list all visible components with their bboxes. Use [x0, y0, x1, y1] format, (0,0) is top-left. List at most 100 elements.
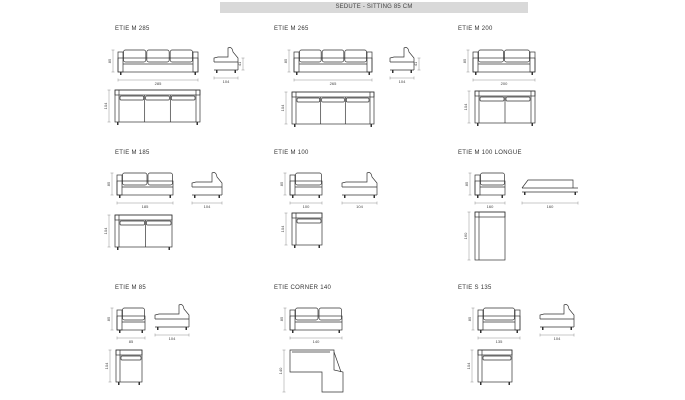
sofa-leg — [168, 247, 170, 250]
dimension-label: 104 — [280, 104, 285, 111]
dimension-label: 160 — [487, 204, 494, 209]
plan-back-cushion — [145, 95, 170, 101]
sofa-arm — [192, 51, 199, 73]
model-title: ETIE M 100 LONGUE — [458, 150, 522, 156]
back-cushion — [318, 307, 342, 321]
sofa-leg — [292, 330, 294, 333]
sofa-arm — [117, 51, 124, 73]
sofa-leg — [119, 330, 121, 333]
plan-backrest — [115, 349, 143, 356]
sofa-leg — [542, 327, 544, 330]
back-cushion — [169, 49, 193, 63]
sofa-leg — [296, 72, 298, 75]
sofa-leg — [119, 195, 121, 198]
sofa-base — [293, 57, 373, 73]
dimension-label: 140 — [278, 367, 283, 374]
plan-back-cushion — [146, 220, 172, 226]
sofa-base — [472, 57, 536, 73]
model-title: ETIE M 285 — [115, 26, 150, 32]
back-cushion — [504, 49, 530, 63]
sofa-arm — [116, 309, 123, 331]
dimension-label: 85 — [462, 58, 467, 63]
sofa-leg — [194, 72, 196, 75]
back-cushion — [123, 49, 147, 63]
sofa-leg — [373, 195, 375, 198]
model-title: ETIE M 265 — [274, 26, 309, 32]
sofa-arm — [116, 174, 123, 196]
dimension-label: 85 — [464, 181, 469, 186]
dimension-label: 104 — [356, 204, 363, 209]
sofa-arm — [474, 174, 481, 196]
model-title: ETIE CORNER 140 — [274, 285, 332, 291]
sofa-leg — [138, 382, 140, 385]
longue-profile — [521, 179, 574, 189]
sofa-leg — [344, 195, 346, 198]
dimension-label: 160 — [463, 232, 468, 239]
back-cushion — [122, 172, 148, 186]
dimension-label: 104 — [223, 79, 230, 84]
model-title: ETIE M 200 — [458, 26, 493, 32]
side-profile — [341, 172, 378, 195]
dimension-label: 104 — [463, 103, 468, 110]
plan-back-cushion — [119, 95, 145, 101]
model-title: ETIE M 185 — [115, 150, 150, 156]
sofa-leg — [216, 70, 218, 73]
corner-diagonal — [333, 351, 342, 373]
plan-back-cushion — [296, 218, 322, 224]
back-cushion — [122, 307, 145, 321]
sofa-leg — [477, 123, 479, 126]
dimension-label: 85 — [467, 316, 472, 321]
sofa-leg — [117, 122, 119, 125]
dimension-label: 104 — [103, 102, 108, 109]
back-cushion — [299, 49, 322, 63]
back-cushion — [295, 307, 319, 321]
sofa-leg — [392, 70, 394, 73]
sofa-base — [116, 180, 174, 196]
sofa-leg — [318, 245, 320, 248]
sofa-arm — [477, 309, 484, 331]
plan-back-cushion — [505, 96, 531, 102]
back-cushion — [483, 307, 515, 321]
model-title: ETIE S 135 — [458, 285, 492, 291]
dimension-label: 85 — [129, 339, 134, 344]
plan-backrest — [114, 214, 173, 221]
sofa-leg — [169, 195, 171, 198]
dimension-label: 104 — [169, 336, 176, 341]
sofa-base — [474, 180, 506, 196]
back-cushion — [147, 172, 173, 186]
side-profile — [191, 172, 223, 195]
sofa-leg — [524, 192, 526, 195]
sofa-leg — [194, 195, 196, 198]
plan-back-cushion — [345, 97, 370, 103]
sofa-leg — [501, 195, 503, 198]
model-title: ETIE M 100 — [274, 150, 309, 156]
dimension-label: 140 — [313, 339, 320, 344]
dimension-label: 104 — [104, 362, 109, 369]
plan-backrest — [474, 90, 536, 97]
sofa-leg — [292, 195, 294, 198]
plan-back-cushion — [482, 355, 512, 361]
side-profile — [154, 304, 190, 327]
side-profile — [539, 304, 575, 327]
dimension-label: 135 — [496, 339, 503, 344]
sofa-base — [117, 57, 199, 73]
dimension-label: 200 — [501, 81, 508, 86]
sofa-leg — [338, 330, 340, 333]
back-cushion — [146, 49, 170, 63]
dimension-label: 104 — [554, 336, 561, 341]
dimension-label: 85 — [283, 58, 288, 63]
dimension-label: 85 — [106, 181, 111, 186]
back-cushion — [344, 49, 367, 63]
sofa-leg — [294, 245, 296, 248]
sofa-base — [289, 315, 343, 331]
sofa-leg — [185, 327, 187, 330]
plan-backrest — [474, 211, 506, 218]
dimension-label: 265 — [330, 81, 337, 86]
sofa-leg — [118, 382, 120, 385]
sofa-arm — [289, 309, 296, 331]
sofa-leg — [141, 330, 143, 333]
sofa-base — [477, 315, 521, 331]
sofa-leg — [531, 72, 533, 75]
plan-backrest — [477, 349, 513, 356]
